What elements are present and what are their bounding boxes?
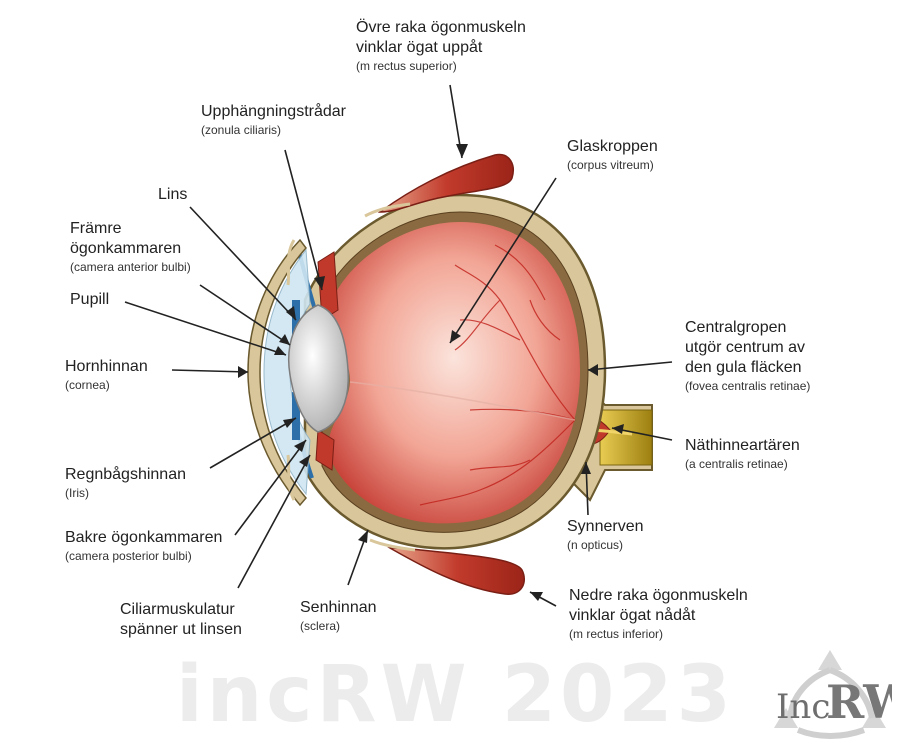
label-posterior-chamber: Bakre ögonkammaren (camera posterior bul… — [65, 528, 222, 564]
label-ciliary-muscle-line1: Ciliarmuskulatur — [120, 601, 235, 618]
label-iris-latin: (Iris) — [65, 486, 89, 500]
label-optic-nerve-latin: (n opticus) — [567, 538, 624, 552]
label-cornea-latin: (cornea) — [65, 378, 110, 392]
label-anterior-chamber-line1: Främre — [70, 220, 122, 237]
superior-rectus-muscle — [364, 153, 514, 218]
label-anterior-chamber: Främre ögonkammaren (camera anterior bul… — [70, 219, 191, 275]
label-anterior-chamber-line2: ögonkammaren — [70, 240, 182, 257]
label-central-artery-line1: Näthinneartären — [685, 437, 800, 454]
label-fovea-line3: den gula fläcken — [685, 359, 802, 376]
logo-text-inc: Inc — [776, 687, 830, 727]
label-lens-line1: Lins — [158, 186, 188, 203]
label-optic-nerve: Synnerven (n opticus) — [567, 517, 644, 553]
label-superior-rectus: Övre raka ögonmuskeln vinklar ögat uppåt… — [356, 18, 526, 74]
label-zonula-line1: Upphängningstrådar — [201, 103, 346, 120]
label-inferior-rectus: Nedre raka ögonmuskeln vinklar ögat nådå… — [569, 586, 748, 642]
label-posterior-chamber-line1: Bakre ögonkammaren — [65, 529, 223, 546]
watermark: incRW 2023 — [176, 650, 735, 740]
logo-text-rw: RW — [826, 675, 892, 729]
label-sclera: Senhinnan (sclera) — [300, 598, 377, 634]
label-superior-rectus-line2: vinklar ögat uppåt — [356, 39, 483, 56]
label-fovea-latin: (fovea centralis retinae) — [685, 379, 811, 393]
label-central-artery: Näthinneartären (a centralis retinae) — [685, 436, 800, 472]
label-inferior-rectus-line1: Nedre raka ögonmuskeln — [569, 587, 748, 604]
label-fovea-line1: Centralgropen — [685, 319, 787, 336]
label-cornea: Hornhinnan (cornea) — [65, 357, 148, 393]
label-superior-rectus-line1: Övre raka ögonmuskeln — [356, 19, 526, 36]
label-optic-nerve-line1: Synnerven — [567, 518, 644, 535]
vitreous-body — [328, 222, 580, 524]
label-zonula: Upphängningstrådar (zonula ciliaris) — [201, 102, 346, 138]
label-ciliary-muscle-line2: spänner ut linsen — [120, 621, 242, 638]
label-superior-rectus-latin: (m rectus superior) — [356, 59, 457, 73]
label-ciliary-muscle: Ciliarmuskulatur spänner ut linsen — [120, 600, 242, 640]
label-fovea-line2: utgör centrum av — [685, 339, 806, 356]
label-sclera-line1: Senhinnan — [300, 599, 377, 616]
label-vitreous-line1: Glaskroppen — [567, 138, 658, 155]
label-inferior-rectus-line2: vinklar ögat nådåt — [569, 607, 696, 624]
label-cornea-line1: Hornhinnan — [65, 358, 148, 375]
incrw-logo: Inc RW — [774, 650, 892, 739]
label-anterior-chamber-latin: (camera anterior bulbi) — [70, 260, 191, 274]
label-sclera-latin: (sclera) — [300, 619, 341, 633]
label-vitreous: Glaskroppen (corpus vitreum) — [567, 137, 658, 173]
label-iris: Regnbågshinnan (Iris) — [65, 465, 186, 501]
inferior-rectus-muscle — [369, 538, 526, 595]
label-iris-line1: Regnbågshinnan — [65, 466, 186, 483]
leader-lines — [124, 84, 673, 607]
label-pupil: Pupill — [70, 290, 109, 310]
label-vitreous-latin: (corpus vitreum) — [567, 158, 654, 172]
label-lens: Lins — [158, 185, 187, 205]
label-posterior-chamber-latin: (camera posterior bulbi) — [65, 549, 192, 563]
label-central-artery-latin: (a centralis retinae) — [685, 457, 788, 471]
label-inferior-rectus-latin: (m rectus inferior) — [569, 627, 664, 641]
label-pupil-line1: Pupill — [70, 291, 110, 308]
label-zonula-latin: (zonula ciliaris) — [201, 123, 282, 137]
label-fovea: Centralgropen utgör centrum av den gula … — [685, 318, 810, 394]
arrowheads — [238, 144, 624, 601]
